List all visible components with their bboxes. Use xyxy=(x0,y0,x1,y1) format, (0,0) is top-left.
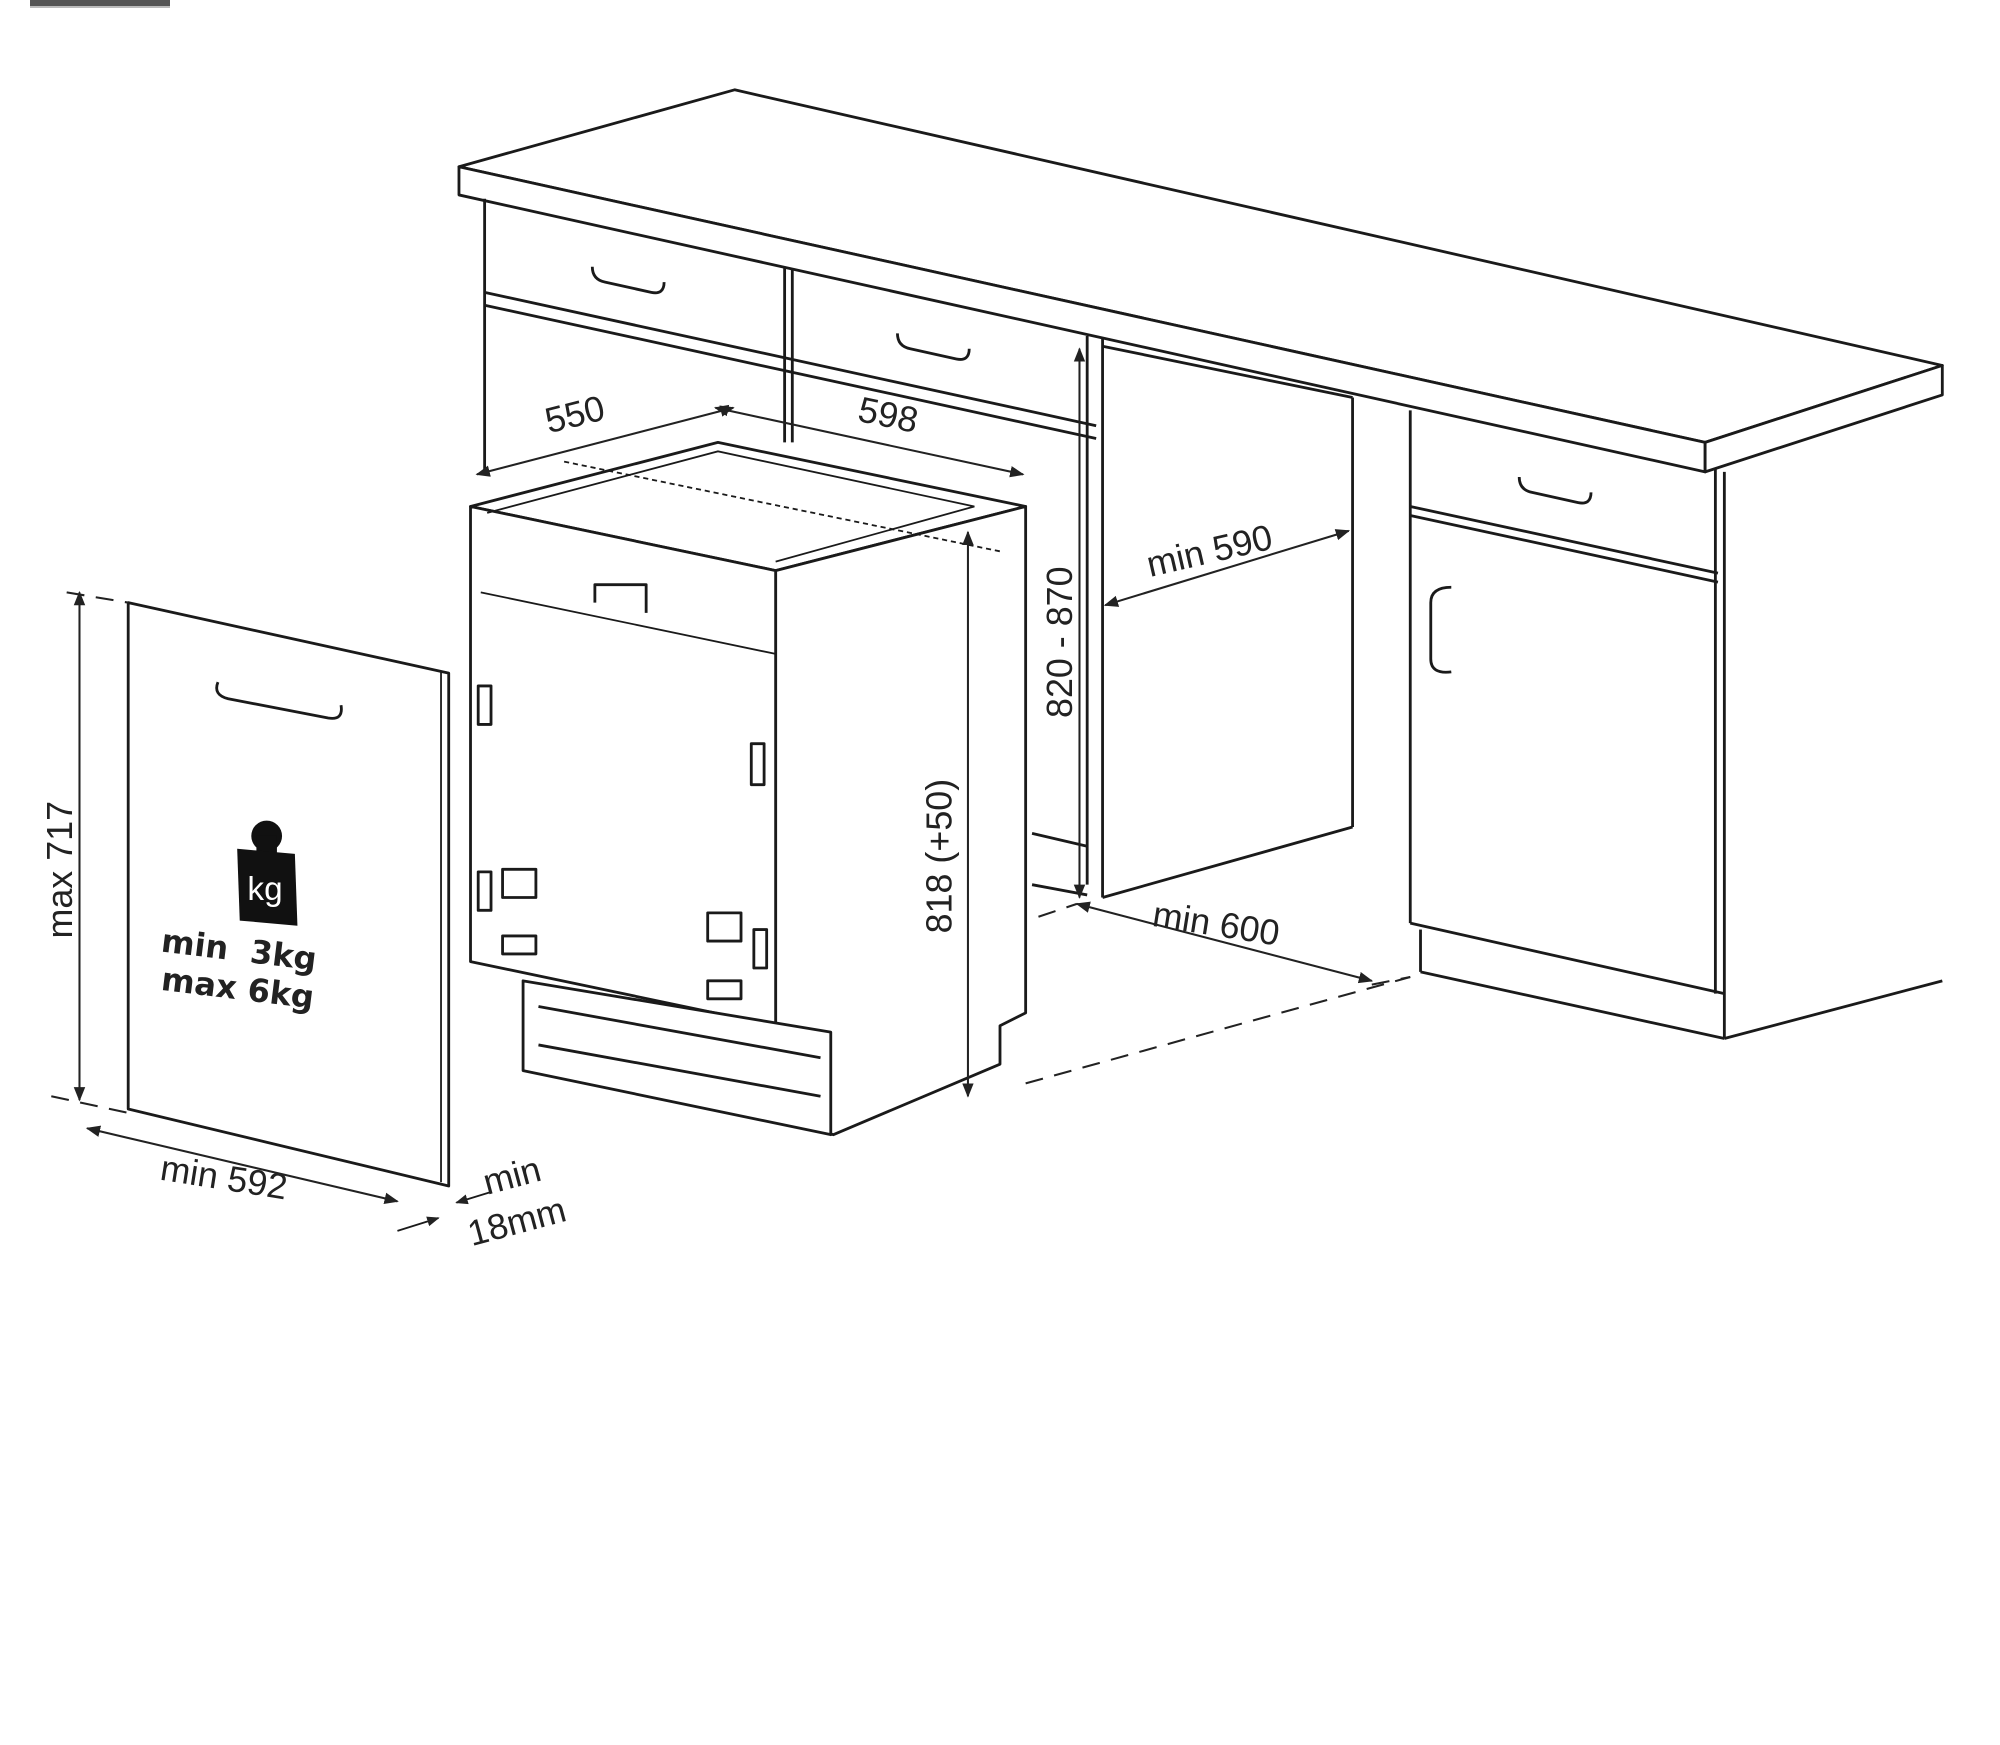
door-handle-icon xyxy=(215,681,343,720)
drawer-handle-icon xyxy=(1517,476,1593,505)
appliance-height-label: 818 (+50) xyxy=(919,779,959,934)
door-handle-icon xyxy=(1429,585,1452,674)
niche xyxy=(1102,344,1354,899)
hinge-bracket xyxy=(593,583,648,613)
door-height-label: max 717 xyxy=(40,801,80,939)
drawer-handle-icon xyxy=(896,333,971,361)
door-thickness-label-1: min xyxy=(479,1149,545,1203)
drawer-handle-icon xyxy=(590,266,666,295)
niche-depth-label: min 600 xyxy=(1150,894,1282,953)
door-width-label: min 592 xyxy=(158,1148,290,1207)
door-thickness-label-2: 18mm xyxy=(464,1190,571,1254)
dimension-lines xyxy=(51,347,1411,1232)
right-cabinet xyxy=(1408,410,1943,1040)
corner-bar xyxy=(30,0,170,8)
niche-height-label: 820 - 870 xyxy=(1040,566,1080,718)
weight-kg-icon: kg xyxy=(237,820,298,926)
weight-icon-label: kg xyxy=(247,871,282,908)
niche-width-label: min 590 xyxy=(1143,517,1276,585)
depth-label: 550 xyxy=(541,388,609,441)
countertop xyxy=(457,88,1944,474)
